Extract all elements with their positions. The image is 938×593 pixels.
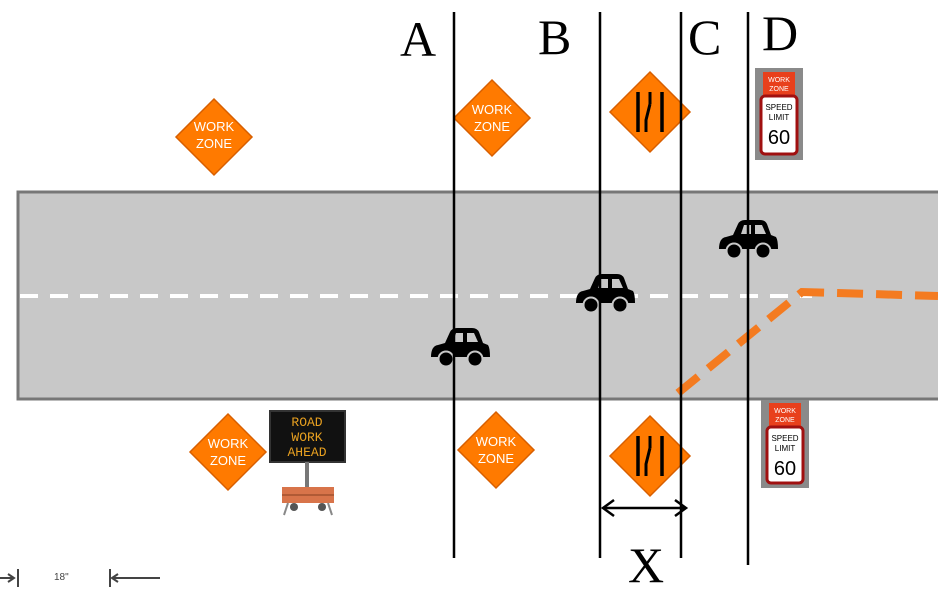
svg-text:WORK: WORK [208,436,249,451]
variable-message-sign: ROAD WORK AHEAD [269,410,346,516]
svg-text:SPEED: SPEED [765,103,792,112]
work-zone-sign-top-mid: WORK ZONE [453,79,531,157]
svg-text:WORK: WORK [768,77,790,84]
svg-text:WORK: WORK [194,119,235,134]
label-a: A [400,11,437,67]
label-d: D [762,5,799,61]
speed-limit-sign-top: WORK ZONE SPEED LIMIT 60 [755,68,803,160]
svg-text:ZONE: ZONE [210,453,246,468]
work-zone-sign-bottom-mid: WORK ZONE [457,411,535,489]
label-b: B [538,9,572,65]
svg-text:ZONE: ZONE [474,119,510,134]
svg-text:ROAD: ROAD [291,415,322,430]
svg-text:WORK: WORK [472,102,513,117]
corner-dimension-fragment: 18" [0,569,160,587]
svg-text:60: 60 [768,127,790,149]
svg-text:18": 18" [54,572,69,583]
svg-text:ZONE: ZONE [196,136,232,151]
svg-text:ZONE: ZONE [769,86,789,93]
svg-text:WORK: WORK [291,430,322,445]
lane-ends-sign-bottom [608,414,692,498]
svg-text:60: 60 [774,458,796,480]
work-zone-sign-top-left: WORK ZONE [175,98,253,176]
svg-text:SPEED: SPEED [771,434,798,443]
distance-x-arrow [600,498,689,518]
work-zone-sign-bottom-left: WORK ZONE [189,413,267,491]
svg-text:WORK: WORK [476,434,517,449]
svg-text:LIMIT: LIMIT [775,444,796,453]
svg-text:ZONE: ZONE [775,417,795,424]
svg-text:WORK: WORK [774,408,796,415]
speed-limit-sign-bottom: WORK ZONE SPEED LIMIT 60 [761,400,809,488]
label-x: X [628,537,665,593]
svg-text:LIMIT: LIMIT [769,113,790,122]
lane-closure-taper [675,287,938,397]
lane-ends-sign-top [608,70,692,154]
svg-text:AHEAD: AHEAD [287,445,326,460]
label-c: C [688,9,722,65]
svg-text:ZONE: ZONE [478,451,514,466]
